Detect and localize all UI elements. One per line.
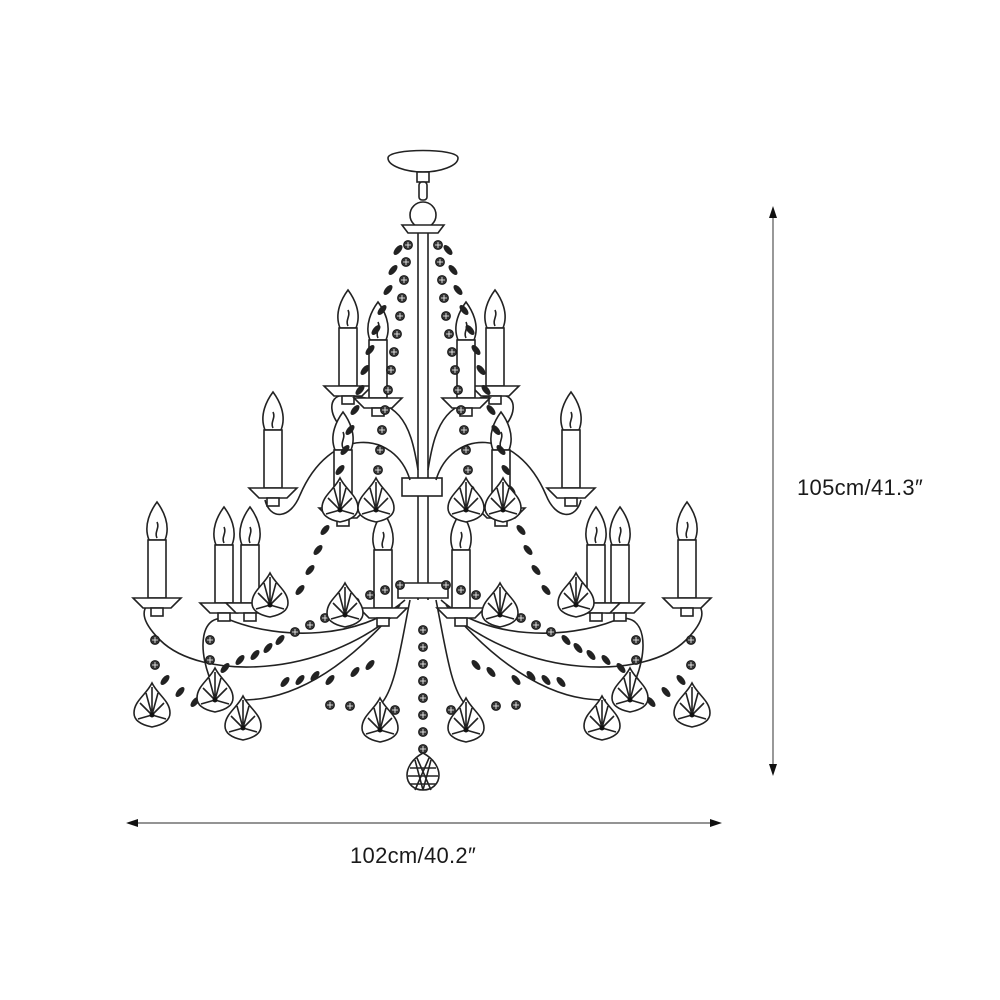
width-dimension-arrow [126, 819, 722, 827]
crystal-ball [406, 752, 440, 791]
height-dimension-arrow [769, 206, 777, 776]
width-dimension-label: 102cm/40.2″ [350, 843, 477, 868]
candles [132, 289, 712, 627]
central-stem [397, 233, 449, 600]
ceiling-canopy [387, 149, 459, 234]
lower-tier-arms [143, 599, 703, 706]
height-dimension-label: 105cm/41.3″ [797, 475, 924, 500]
bead-garlands [150, 240, 696, 754]
